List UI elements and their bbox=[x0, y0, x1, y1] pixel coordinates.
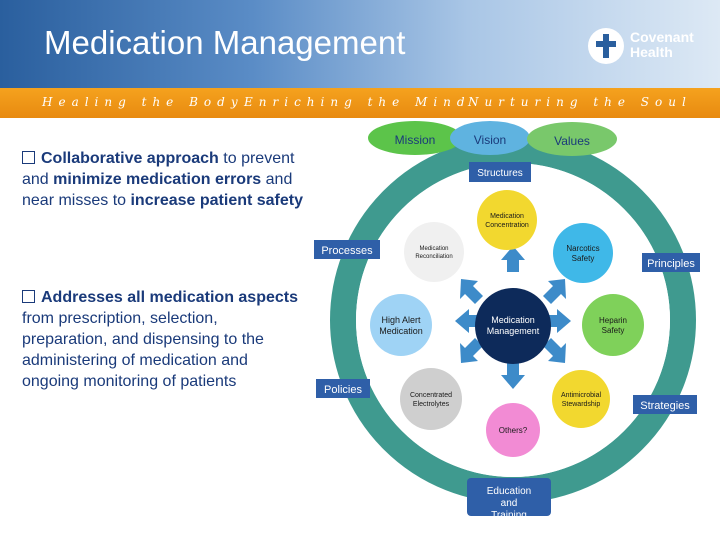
bullet-box-icon bbox=[22, 290, 35, 303]
text-line: Heparin bbox=[599, 316, 627, 325]
bullet-text-segment: increase patient safety bbox=[130, 192, 304, 209]
text-line: and bbox=[501, 498, 518, 509]
logo-text: Covenant Health bbox=[630, 30, 694, 60]
education-box bbox=[467, 478, 551, 516]
arrow-up-icon bbox=[501, 246, 525, 272]
mission-ellipse bbox=[368, 121, 462, 155]
bullet-2: Addresses all medication aspects from pr… bbox=[22, 287, 304, 392]
principles-box bbox=[642, 253, 700, 272]
spoke-circle bbox=[400, 368, 462, 430]
text-line: Concentration bbox=[485, 222, 529, 229]
tagline-1: Healing the Body bbox=[42, 95, 244, 109]
values-ellipse bbox=[527, 122, 617, 156]
text-line: Medication bbox=[379, 326, 423, 336]
arrow-down-icon bbox=[501, 363, 525, 389]
text-line: Reconciliation bbox=[415, 254, 452, 260]
vision-label: Vision bbox=[474, 133, 506, 147]
text-line: Medication bbox=[490, 213, 524, 220]
text-line: Safety bbox=[572, 254, 595, 263]
spoke-circle bbox=[486, 403, 540, 457]
text-line: Medication bbox=[491, 315, 535, 325]
page-title: Medication Management bbox=[44, 24, 406, 61]
tagline-2: Enriching the Mind bbox=[244, 95, 471, 109]
bullet-text-segment: from prescription, selection, preparatio… bbox=[22, 310, 264, 390]
logo-line-2: Health bbox=[630, 44, 673, 60]
covenant-health-logo: Covenant Health bbox=[588, 28, 710, 68]
text-line: Others? bbox=[499, 426, 528, 435]
spoke-circle bbox=[553, 223, 613, 283]
bullet-text-segment: to prevent and bbox=[22, 150, 295, 188]
spoke-circle bbox=[552, 370, 610, 428]
strategies-box bbox=[633, 395, 697, 414]
text-line: Electrolytes bbox=[413, 401, 450, 408]
logo-line-1: Covenant bbox=[630, 29, 694, 45]
text-line: High Alert bbox=[381, 315, 421, 325]
bullet-1-rest: to prevent and minimize medication error… bbox=[22, 150, 303, 209]
values-label: Values bbox=[554, 134, 590, 148]
policies-label: Policies bbox=[324, 384, 362, 396]
text-line: Education bbox=[487, 486, 531, 497]
arrow-down-left-icon bbox=[460, 338, 483, 363]
spoke-label: Others? bbox=[499, 426, 528, 435]
principles-label: Principles bbox=[647, 258, 695, 270]
header-banner: Medication Management Covenant Health bbox=[0, 0, 720, 88]
spoke-circle bbox=[370, 294, 432, 356]
bullet-1: Collaborative approach to prevent and mi… bbox=[22, 148, 304, 211]
center-circle bbox=[475, 288, 551, 364]
structures-box bbox=[469, 162, 531, 182]
text-line: Safety bbox=[602, 326, 625, 335]
spoke-circle bbox=[404, 222, 464, 282]
bullet-2-lead: Addresses all medication aspects bbox=[41, 289, 298, 306]
bullet-box-icon bbox=[22, 151, 35, 164]
bullet-text-segment: minimize medication errors bbox=[53, 171, 262, 188]
vision-ellipse bbox=[450, 121, 530, 155]
arrow-down-right-icon bbox=[543, 338, 566, 363]
cross-icon bbox=[588, 28, 624, 64]
mission-label: Mission bbox=[395, 133, 436, 147]
text-line: Training bbox=[491, 510, 527, 521]
text-line: Narcotics bbox=[566, 244, 599, 253]
text-line: Management bbox=[487, 326, 540, 336]
tagline-band: Healing the Body Enriching the Mind Nurt… bbox=[0, 88, 720, 118]
text-line: Concentrated bbox=[410, 392, 452, 399]
processes-label: Processes bbox=[321, 245, 373, 257]
text-line: Medication bbox=[419, 246, 448, 252]
arrow-up-left-icon bbox=[460, 279, 483, 304]
text-line: Stewardship bbox=[562, 401, 601, 408]
tagline-3: Nurturing the Soul bbox=[468, 95, 692, 109]
policies-box bbox=[316, 379, 370, 398]
spoke-circle bbox=[582, 294, 644, 356]
spoke-circle bbox=[477, 190, 537, 250]
arrow-up-right-icon bbox=[543, 279, 566, 304]
bullet-2-rest: from prescription, selection, preparatio… bbox=[22, 310, 264, 390]
strategies-label: Strategies bbox=[640, 400, 690, 412]
bullet-text-segment: and near misses to bbox=[22, 171, 293, 209]
processes-box bbox=[314, 240, 380, 259]
text-line: Antimicrobial bbox=[561, 392, 602, 399]
bullet-1-lead: Collaborative approach bbox=[41, 150, 219, 167]
structures-label: Structures bbox=[477, 168, 523, 179]
